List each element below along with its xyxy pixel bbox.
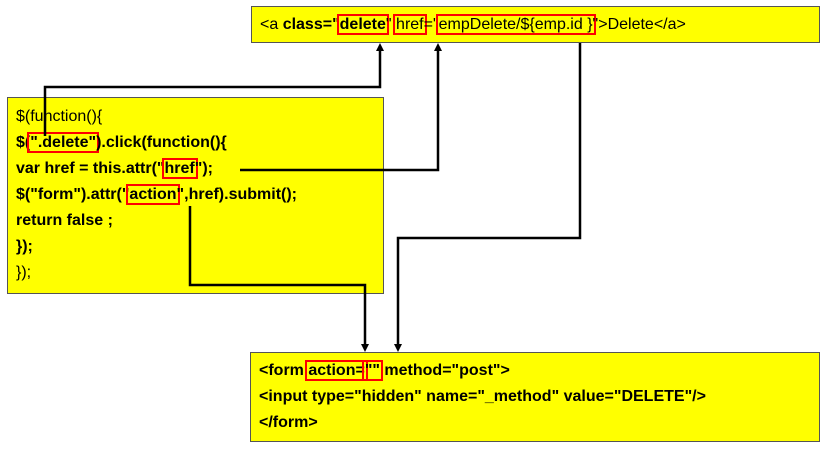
form-open-text: <form xyxy=(259,362,309,379)
href-attr-highlight: href xyxy=(393,14,427,35)
form-attr-text: $("form").attr(" xyxy=(16,186,130,203)
closing-quote-text: " xyxy=(592,16,599,33)
anchor-snippet-box: <a class="delete" href="empDelete/${emp.… xyxy=(251,6,820,43)
form-line-1: <form action="" method="post"> xyxy=(259,360,510,382)
click-handler-text: ).click(function(){ xyxy=(96,134,227,151)
arrow-href-value-to-form-action-value xyxy=(394,43,582,352)
anchor-close-text: >Delete</a> xyxy=(598,16,686,33)
delete-class-highlight: delete xyxy=(336,14,389,35)
js-line-7: }); xyxy=(16,264,32,281)
delete-selector-highlight: ".delete" xyxy=(27,132,100,153)
jq-open-text: $( xyxy=(16,134,31,151)
js-line-1: $(function(){ xyxy=(16,108,103,125)
var-href-end-text: "); xyxy=(194,160,213,177)
submit-text: ",href).submit(); xyxy=(176,186,298,203)
form-snippet-box: <form action="" method="post"> <input ty… xyxy=(250,352,820,442)
js-line-6: }); xyxy=(16,238,33,255)
class-attr-text: class=" xyxy=(282,16,340,33)
action-attr-highlight: action= xyxy=(305,360,368,381)
action-value-highlight: "" xyxy=(361,360,383,381)
quote-text: " xyxy=(385,16,392,33)
js-line-5: return false ; xyxy=(16,212,113,229)
anchor-open-text: <a xyxy=(260,16,283,33)
js-line-3: var href = this.attr("href"); xyxy=(16,158,213,180)
anchor-line: <a class="delete" href="empDelete/${emp.… xyxy=(260,14,686,36)
form-line-2: <input type="hidden" name="_method" valu… xyxy=(259,388,706,405)
js-code-box: $(function(){ $(".delete").click(functio… xyxy=(7,97,384,294)
form-line-3: </form> xyxy=(259,414,318,431)
method-post-text: method="post"> xyxy=(379,362,510,379)
var-href-text: var href = this.attr(" xyxy=(16,160,165,177)
href-attr-js-highlight: href xyxy=(161,158,198,179)
js-line-2: $(".delete").click(function(){ xyxy=(16,132,227,154)
action-attr-js-highlight: action xyxy=(126,184,180,205)
equals-quote-text: =" xyxy=(423,16,439,33)
js-line-4: $("form").attr("action",href).submit(); xyxy=(16,184,297,206)
href-value-highlight: empDelete/${emp.id } xyxy=(435,14,596,35)
